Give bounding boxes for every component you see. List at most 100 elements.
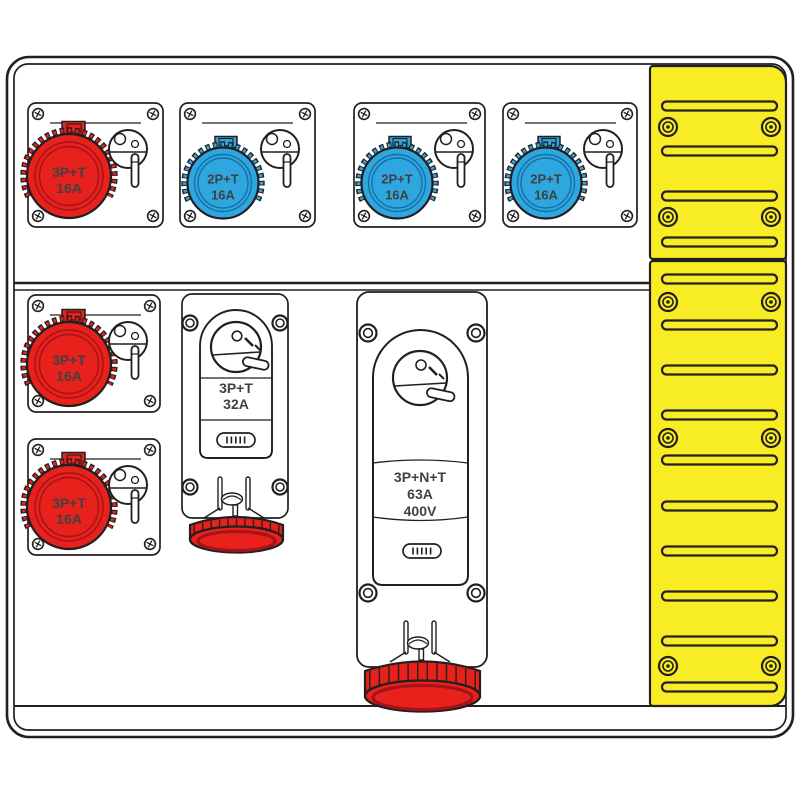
phillips-screw-icon [143,443,157,457]
cover-slot [660,273,779,285]
enclosure-inner-border [13,63,787,731]
phillips-screw-icon [620,209,634,223]
phillips-screw-icon [31,443,45,457]
unit-rating-line2: 63A [407,486,433,502]
ring-screw-icon [760,206,782,228]
cover-slot [660,190,779,202]
cover-slot [660,590,779,602]
interlock-switch [583,129,623,188]
cover-slot [660,145,779,157]
interlock-switch [108,465,148,524]
cover-slot [660,100,779,112]
socket-rating-line2: 16A [385,188,409,203]
retaining-bracket [389,620,451,663]
phillips-screw-icon [31,394,45,408]
ring-screw-icon [358,323,378,343]
interlock-switch [108,129,148,188]
phillips-screw-icon [468,209,482,223]
ring-screw-icon [181,314,199,332]
phillips-screw-icon [357,107,371,121]
cover-slot [660,319,779,331]
phillips-screw-icon [506,209,520,223]
ring-screw-icon [760,116,782,138]
phillips-screw-icon [183,209,197,223]
switch-lever [282,153,292,188]
socket-rating-line1: 3P+T [52,352,86,368]
ring-screw-icon [760,427,782,449]
switch-lever [130,345,140,380]
interlock-switch [434,129,474,188]
rotary-switch [209,320,270,374]
phillips-screw-icon [357,209,371,223]
phillips-screw-icon [146,209,160,223]
switch-handle [242,356,270,371]
socket-rating-line2: 16A [56,180,82,196]
ring-screw-icon [358,583,378,603]
unit-rating-line3: 400V [404,503,437,519]
ring-screw-icon [760,291,782,313]
cover-slot [660,236,779,248]
socket-rating-line1: 2P+T [207,172,238,187]
cover-slot [660,454,779,466]
unit-rating-line1: 3P+N+T [394,469,447,485]
phillips-screw-icon [143,299,157,313]
ring-screw-icon [657,206,679,228]
socket-rating-line1: 3P+T [52,164,86,180]
socket-rating-line1: 2P+T [530,172,561,187]
screw-cap-32a [188,515,285,554]
din-cover-panel [648,64,788,708]
switch-lever [605,153,615,188]
vent-grille [216,432,256,448]
ring-screw-icon [271,314,289,332]
ring-screw-icon [466,323,486,343]
phillips-screw-icon [143,394,157,408]
ring-screw-icon [657,116,679,138]
cover-slot [660,409,779,421]
phillips-screw-icon [31,209,45,223]
phillips-screw-icon [183,107,197,121]
cover-slot [660,545,779,557]
socket-rating-line2: 16A [56,368,82,384]
screw-cap-63a [363,660,482,713]
phillips-screw-icon [620,107,634,121]
cover-section-top [648,64,788,261]
phillips-screw-icon [506,107,520,121]
ring-screw-icon [657,655,679,677]
socket-rating-line2: 16A [56,511,82,527]
cover-slot [660,500,779,512]
switch-lever [130,153,140,188]
ring-screw-icon [657,291,679,313]
ring-screw-icon [271,478,289,496]
socket-rating-line2: 16A [211,188,235,203]
phillips-screw-icon [31,299,45,313]
cover-slot [660,635,779,647]
phillips-screw-icon [468,107,482,121]
ring-screw-icon [760,655,782,677]
socket-rating-line1: 3P+T [52,495,86,511]
cover-slot [660,681,779,693]
phillips-screw-icon [143,537,157,551]
interlock-switch [260,129,300,188]
ring-screw-icon [466,583,486,603]
switch-lever [130,489,140,524]
socket-rating-line1: 2P+T [381,172,412,187]
interlock-switch [108,321,148,380]
phillips-screw-icon [298,209,312,223]
unit-rating-line2: 32A [223,396,249,412]
ring-screw-icon [657,427,679,449]
